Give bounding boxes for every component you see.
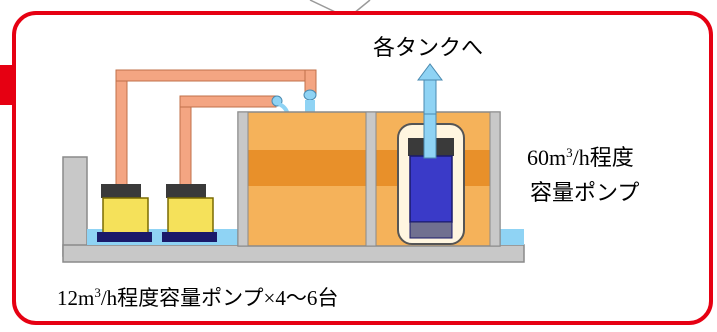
small-pump-label: 12m3/h程度容量ポンプ×4〜6台 — [57, 285, 338, 310]
outflow-arrow — [417, 63, 443, 115]
small-pump-1 — [97, 184, 152, 242]
large-pump-label-line2: 容量ポンプ — [530, 181, 639, 206]
large-pump-label-line1: 60m3/h程度 — [527, 145, 634, 170]
destination-label: 各タンクへ — [373, 36, 483, 61]
small-pump-2 — [162, 184, 217, 242]
pipe-2 — [179, 95, 290, 201]
pipe-1 — [115, 69, 317, 201]
large-pump — [397, 109, 465, 245]
